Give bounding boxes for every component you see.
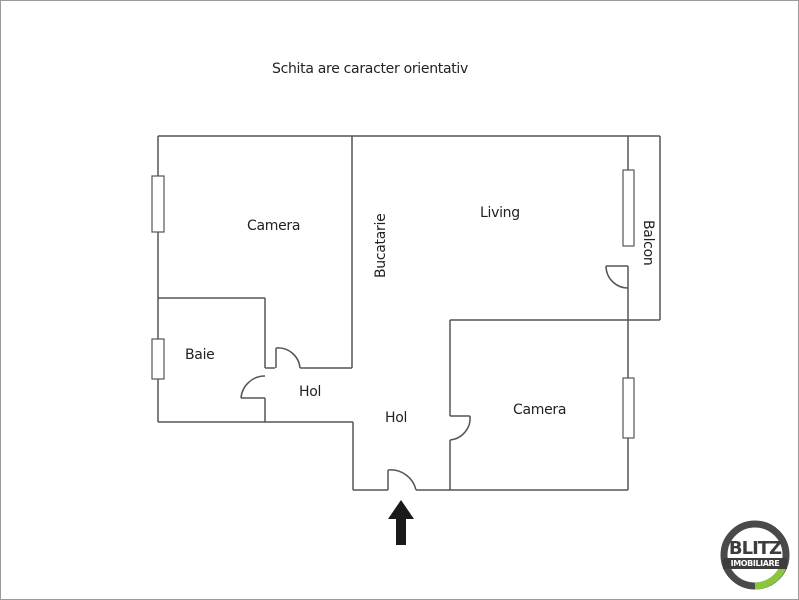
window-camera-2 (622, 377, 635, 439)
blitz-logo: BLITZ IMOBILIARE (719, 519, 791, 591)
room-label-camera-1: Camera (247, 218, 301, 234)
room-label-baie: Baie (185, 347, 215, 363)
window-living (622, 169, 635, 247)
room-label-hol-1: Hol (299, 384, 322, 400)
room-label-living: Living (480, 205, 520, 221)
entrance-arrow-icon (388, 500, 414, 545)
window-baie (151, 338, 165, 380)
room-label-bucatarie: Bucatarie (373, 213, 389, 278)
room-label-hol-2: Hol (385, 410, 408, 426)
logo-text-imobiliare: IMOBILIARE (723, 558, 787, 569)
window-camera-1 (151, 175, 165, 233)
logo-text-blitz: BLITZ (728, 538, 782, 559)
plan-disclaimer: Schita are caracter orientativ (272, 61, 469, 77)
room-label-balcon: Balcon (640, 220, 656, 266)
room-label-camera-2: Camera (513, 402, 567, 418)
